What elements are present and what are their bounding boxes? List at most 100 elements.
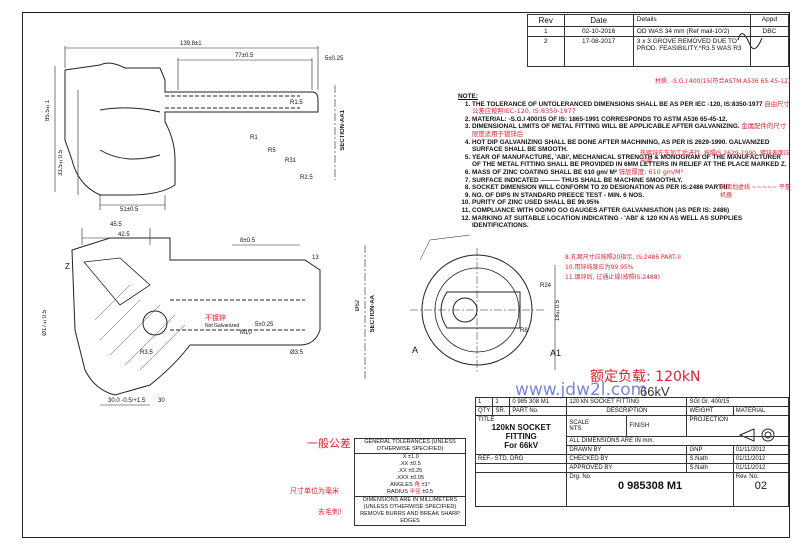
surface-cn-note: 表面划虚线 ~~~~~ 平整机器 xyxy=(720,184,791,199)
note-item: NO. OF DIPS IN STANDARD PREECE TEST - MI… xyxy=(472,192,790,200)
tolerance-row: .XX ±0.25 xyxy=(397,468,423,474)
rev-date: 02-10-2016 xyxy=(563,26,634,37)
note-item: MASS OF ZINC COATING SHALL BE 610 gm/ M²… xyxy=(472,167,790,177)
section-aa1-label: SECTION-AA1 xyxy=(340,110,346,151)
note-text: DIMENSIONAL LIMITS OF METAL FITTING WILL… xyxy=(472,123,740,131)
dwg-label: Drg. No. xyxy=(569,474,592,480)
finish-label: FINISH xyxy=(626,415,688,437)
notes-list: THE TOLERANCE OF UNTOLERANCED DIMENSIONS… xyxy=(458,99,790,230)
h-material: MATERIAL xyxy=(732,406,790,416)
note-item: YEAR OF MANUFACTURE, 'ABI', MECHANICAL S… xyxy=(472,154,790,169)
note-item: MARKING AT SUITABLE LOCATION INDICATING … xyxy=(472,215,790,230)
dim-text: R24 xyxy=(540,283,552,289)
notes-heading: NOTE: xyxy=(458,93,478,100)
revision-header-row: Rev Date Details Appd xyxy=(527,14,790,27)
dim-text: 5±0.25 xyxy=(325,56,344,62)
projection-label: PROJECTION xyxy=(686,415,789,437)
scale-value: NTS xyxy=(569,426,582,432)
dim-text: R2.5 xyxy=(300,175,313,181)
revision-row: 1 02-10-2016 OD WAS 34 mm (Ref mail-10/2… xyxy=(527,26,790,37)
drawn-by: GNP xyxy=(686,445,734,455)
revision-table: Rev Date Details Appd 1 02-10-2016 OD WA… xyxy=(527,14,790,67)
note-item: COMPLIANCE WITH GO/NO GO GAUGES AFTER GA… xyxy=(472,207,790,215)
dim-text: 139.8±1 xyxy=(180,41,202,47)
dim-text: Ø3.5 xyxy=(290,350,304,356)
note-item: THE TOLERANCE OF UNTOLERANCED DIMENSIONS… xyxy=(472,99,790,116)
note-item: HOT DIP GALVANIZING SHALL BE DONE AFTER … xyxy=(472,139,790,154)
note-text: YEAR OF MANUFACTURE, 'ABI', MECHANICAL S… xyxy=(472,153,787,169)
revision-row: 2 17-08-2017 3 x 3 GROVE REMOVED DUE TO … xyxy=(527,36,790,67)
note-text: COMPLIANCE WITH GO/NO GO GAUGES AFTER GA… xyxy=(472,206,730,214)
top-view-outline xyxy=(64,62,319,196)
dim-text: 5±0.25 xyxy=(255,322,274,328)
unit-cn: 尺寸单位为毫米 xyxy=(290,487,339,495)
approved-by: S.Nath xyxy=(686,463,734,473)
rev-cell: Rev. No. 02 xyxy=(732,472,790,507)
rev-appd: DBC xyxy=(749,26,790,37)
note-item: PURITY OF ZINC USED SHALL BE 99.95% xyxy=(472,199,790,207)
dim-text: 18±0.5 xyxy=(555,300,561,322)
note-item: SOCKET DIMENSION WILL CONFORM TO 20 DESI… xyxy=(472,184,790,192)
end-view-centerlines xyxy=(410,248,545,372)
details-header: Details xyxy=(632,14,751,27)
general-tolerances-box: GENERAL TOLERANCES (UNLESS OTHERWISE SPE… xyxy=(354,438,466,526)
purity-cn-note: 10.用锌纯度应为99.95% xyxy=(565,264,634,271)
dim-text: R1.5 xyxy=(290,100,303,106)
rev-header: Rev xyxy=(527,14,565,27)
gauge-cn-note: 11.镀锌后, 过通止规(按照IS:2488) xyxy=(565,274,660,281)
note-item: DIMENSIONAL LIMITS OF METAL FITTING WILL… xyxy=(472,123,790,138)
title-line2: For 66kV xyxy=(504,441,539,450)
top-dim-ext xyxy=(64,46,319,90)
drawn-date: 01/11/2012 xyxy=(732,445,790,455)
approved-date: 01/11/2012 xyxy=(732,463,790,473)
dim-text: 13 xyxy=(312,255,319,261)
date-header: Date xyxy=(563,14,634,27)
approved-label: APPROVED BY xyxy=(566,463,688,473)
title-line1: 120kN SOCKET FITTING xyxy=(491,423,551,441)
mark-a1: A1 xyxy=(550,348,562,358)
section-hatching xyxy=(94,284,186,371)
note-cn: 锌层厚度: 610 gm/M² xyxy=(618,167,684,176)
ref-drg: REF.- STD. DRG xyxy=(474,454,568,464)
drawing-border xyxy=(22,12,790,538)
dim-note: ALL DIMENSIONS ARE IN mm. xyxy=(566,436,789,446)
bottom-dim xyxy=(99,195,166,210)
section-view-outline xyxy=(71,237,321,396)
dim-text: 42.5 xyxy=(118,232,130,238)
checked-label: CHECKED BY xyxy=(566,454,688,464)
note-text: MARKING AT SUITABLE LOCATION INDICATING … xyxy=(472,214,743,230)
bom-desc: 120 kN SOCKET FITTING xyxy=(566,397,688,407)
rev-number: 1 xyxy=(527,26,565,37)
end-view-leader xyxy=(419,234,471,261)
not-galvanized-label: Not Galvanized xyxy=(205,323,240,329)
scale-label: SCALE xyxy=(569,420,590,426)
h-desc: DESCRIPTION xyxy=(566,406,688,416)
title-block: 1 1 0 985 308 M1 120 kN SOCKET FITTING S… xyxy=(474,397,790,507)
bom-row: 1 1 0 985 308 M1 120 kN SOCKET FITTING S… xyxy=(474,397,789,407)
h-sr: SR. xyxy=(492,406,511,416)
bom-qty: 1 xyxy=(474,397,494,407)
h-partno: PART No. xyxy=(509,406,568,416)
bom-item: 1 xyxy=(492,397,511,407)
dim-text: 30 xyxy=(158,398,165,404)
note-text: THE TOLERANCE OF UNTOLERANCED DIMENSIONS… xyxy=(472,100,763,108)
dwg-number: 0 985308 M1 xyxy=(617,480,683,492)
note-cn: 金属配件的尺寸限度适用于镀锌后 xyxy=(472,122,787,138)
note-text: HOT DIP GALVANIZING SHALL BE DONE AFTER … xyxy=(472,138,770,154)
top-dim-lines xyxy=(65,47,318,61)
socket-cn-note: 8.孔窝尺寸应按照20指示, IS:2486 PART-II xyxy=(565,254,681,261)
end-view-slot xyxy=(440,291,521,329)
checked-date: 01/11/2012 xyxy=(732,454,790,464)
tolerance-footer: DIMENSIONS ARE IN MILLIMETERS (UNLESS OT… xyxy=(355,496,465,525)
dim-text: 77±0.5 xyxy=(235,53,254,59)
dim-text: R1 xyxy=(250,135,258,141)
title-cell: TITLE 120kN SOCKET FITTING For 66kV xyxy=(474,415,568,455)
note-text: MATERIAL: -S.G.I 400/15 OF IS: 1865-1991… xyxy=(472,115,728,123)
dim-text: R5 xyxy=(268,148,276,154)
general-tol-cn: 一般公差 xyxy=(307,437,351,450)
dwg-cell: Drg. No. 0 985308 M1 xyxy=(566,472,734,507)
rev-details: OD WAS 34 mm (Ref mail-10/2) xyxy=(632,26,751,37)
note-cn: 自由尺寸公差应按照IEC-120, IS:8350-1977 xyxy=(472,99,790,116)
mark-z: Z xyxy=(65,262,70,271)
title-label: TITLE xyxy=(478,417,495,423)
